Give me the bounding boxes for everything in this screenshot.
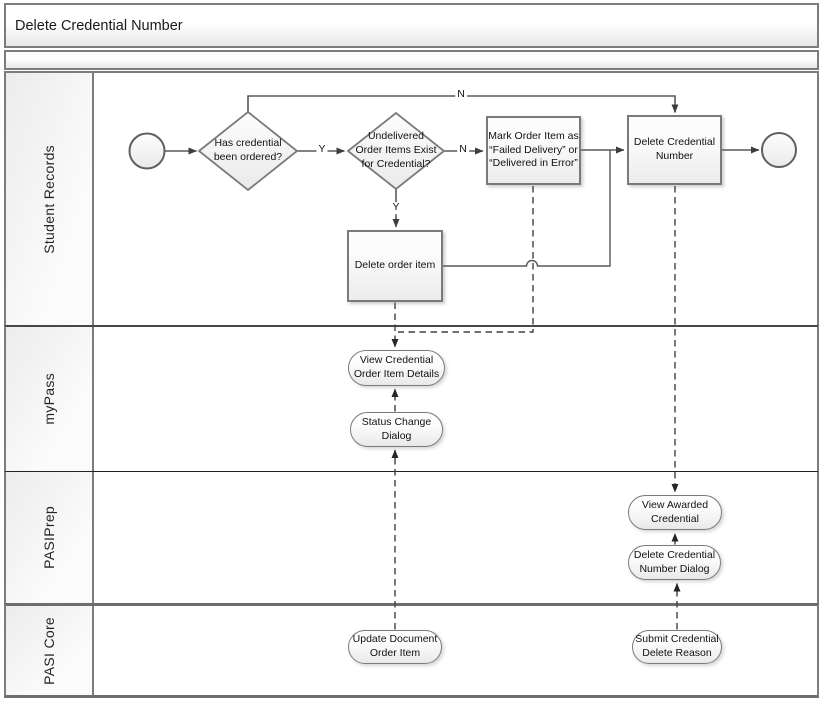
lane-label-cell: PASI Core <box>6 606 94 695</box>
screen-submit-credential-delete-reason: Submit Credential Delete Reason <box>632 630 722 664</box>
start-event-circle <box>128 132 166 170</box>
lane-student-records: Student Records <box>4 71 819 325</box>
edge-label-undelivered-no: N <box>457 143 469 156</box>
screen-status-change-dialog: Status Change Dialog <box>350 412 443 447</box>
decision-undelivered-diamond <box>346 111 446 191</box>
flow-deleteorder-to-delete <box>443 150 611 267</box>
screen-update-document-order-item: Update Document Order Item <box>348 630 442 664</box>
message-flows <box>391 186 681 630</box>
decision-has-credential-diamond <box>197 110 299 192</box>
screen-view-credential-order-item-details: View Credential Order Item Details <box>348 350 445 386</box>
screen-view-awarded-credential: View Awarded Credential <box>628 495 722 530</box>
msg-mark-to-viewcred <box>398 186 534 333</box>
end-event-circle <box>761 132 797 168</box>
decision-has-credential-label: Has credential been ordered? <box>213 137 283 163</box>
lane-label-cell: Student Records <box>6 73 94 325</box>
phase-band <box>4 50 819 70</box>
edge-label-ordered-no: N <box>455 88 467 101</box>
edge-label-undelivered-yes: Y <box>390 201 402 214</box>
task-mark-order-item: Mark Order Item as “Failed Delivery” or … <box>486 116 581 185</box>
diagram-title: Delete Credential Number <box>15 17 183 34</box>
edge-label-ordered-yes: Y <box>316 143 328 156</box>
decision-undelivered-label: Undelivered Order Items Exist for Creden… <box>355 130 437 170</box>
lane-pasiprep: PASIPrep <box>4 471 819 603</box>
screen-delete-credential-number-dialog: Delete Credential Number Dialog <box>628 545 721 580</box>
lane-label-cell: myPass <box>6 327 94 471</box>
pool-title-bar: Delete Credential Number <box>4 3 819 48</box>
lane-label-cell: PASIPrep <box>6 472 94 603</box>
task-delete-credential-number: Delete Credential Number <box>627 115 722 185</box>
task-delete-order-item: Delete order item <box>347 230 443 302</box>
